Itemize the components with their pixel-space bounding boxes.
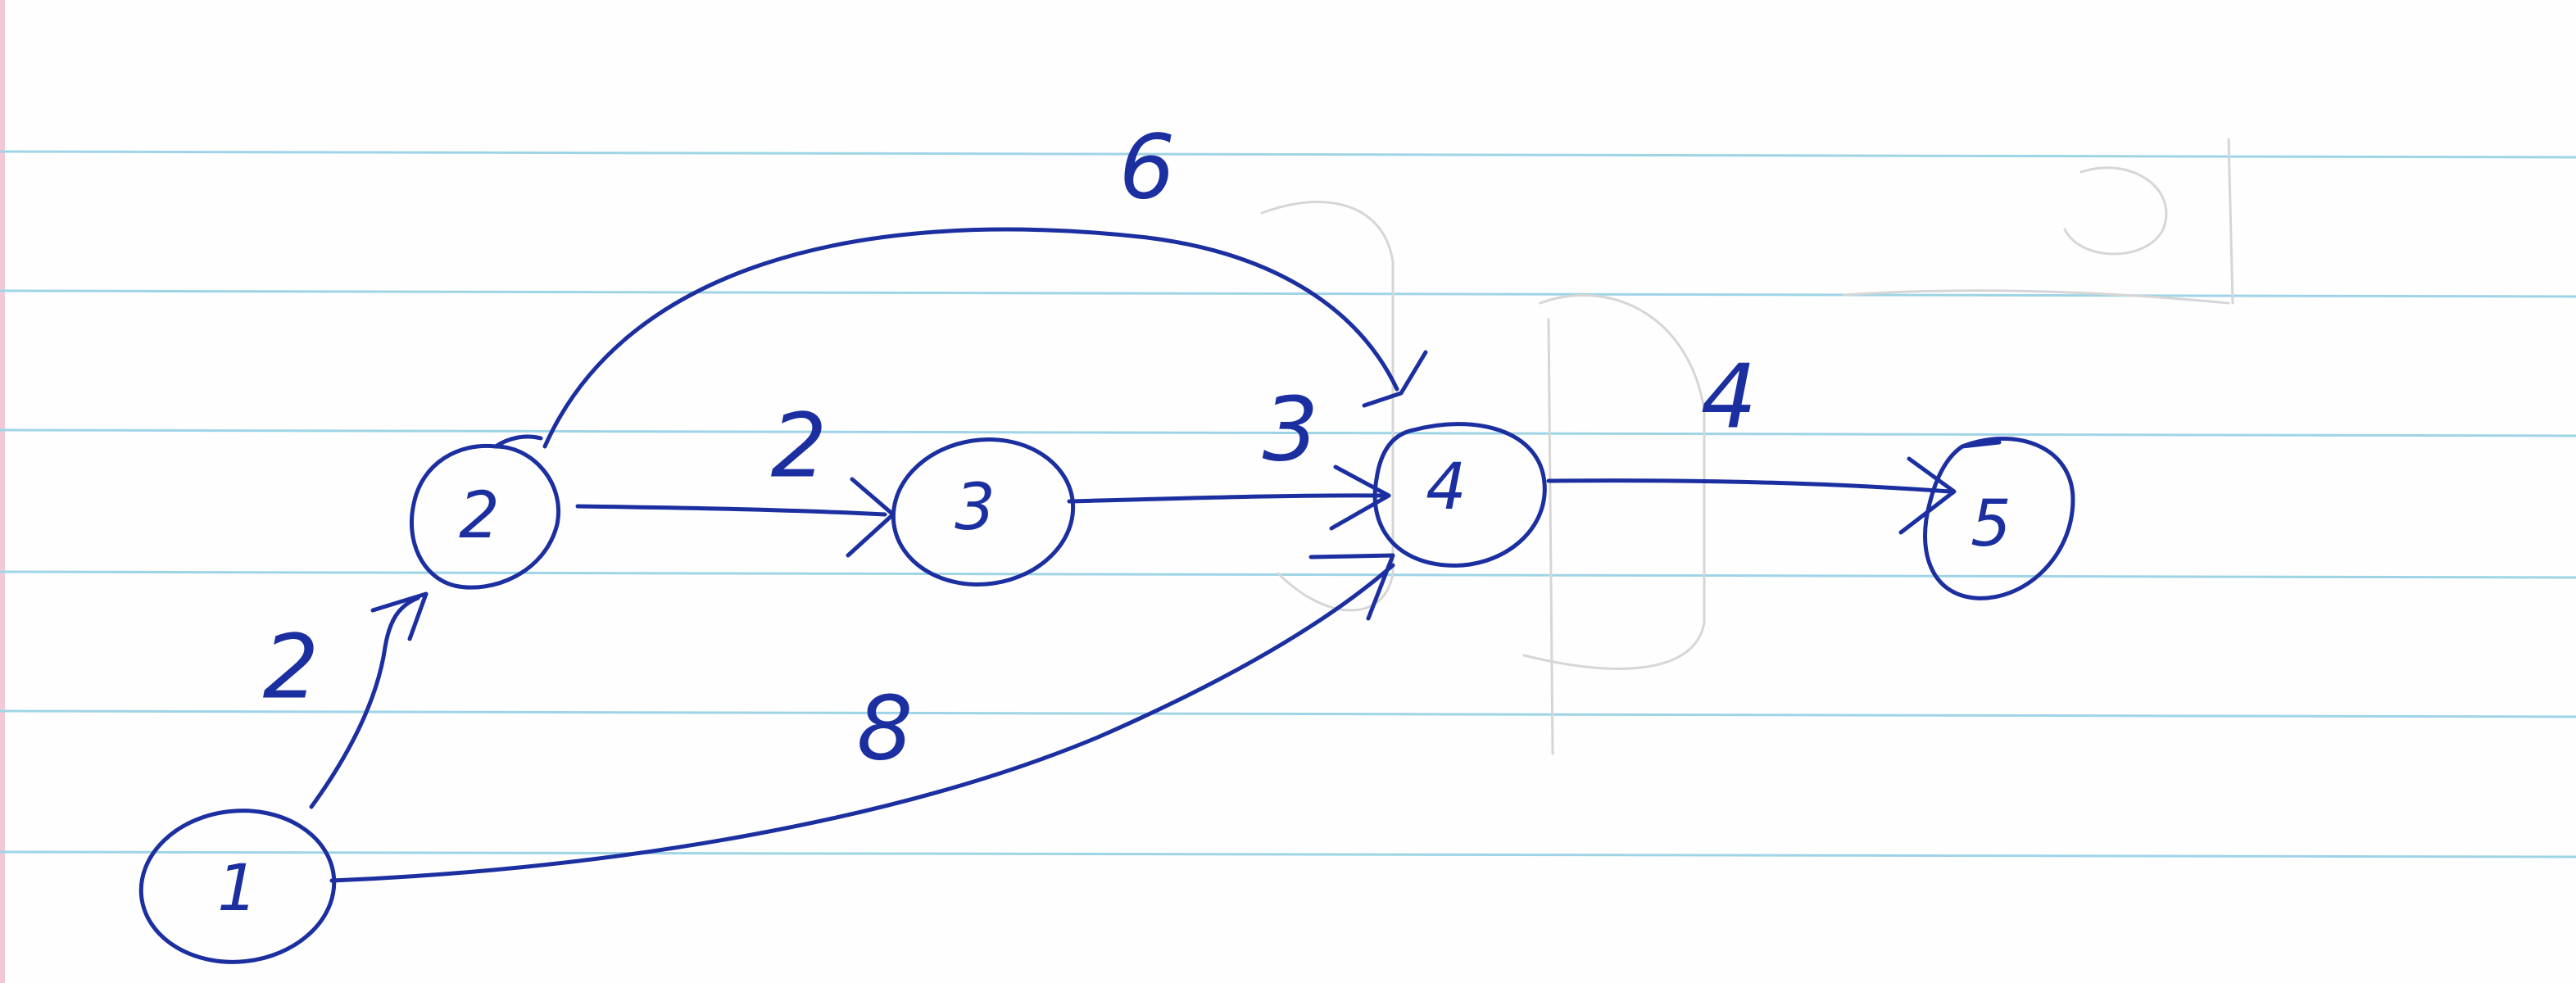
erased-pencil-marks bbox=[1260, 138, 2234, 755]
edge-2-to-4 bbox=[542, 227, 1428, 449]
node-1-label: 1 bbox=[217, 852, 258, 926]
weight-2-to-4: 6 bbox=[1119, 117, 1176, 220]
graph-nodes: 1 2 3 4 5 bbox=[138, 422, 2075, 964]
node-4: 4 bbox=[1372, 422, 1547, 568]
edge-4-to-5 bbox=[1546, 456, 1957, 535]
edge-3-to-4 bbox=[1067, 464, 1391, 531]
node-2-label: 2 bbox=[459, 479, 500, 553]
node-2: 2 bbox=[409, 434, 560, 590]
weight-4-to-5: 4 bbox=[1701, 347, 1757, 449]
graph-edges bbox=[309, 227, 1957, 883]
node-4-label: 4 bbox=[1426, 451, 1467, 524]
edge-weights: 2 2 6 3 8 4 bbox=[263, 117, 1757, 781]
edge-1-to-2 bbox=[309, 591, 429, 809]
node-5-label: 5 bbox=[1971, 487, 2011, 561]
edge-2-to-3 bbox=[575, 477, 896, 558]
weight-3-to-4: 3 bbox=[1263, 379, 1319, 482]
weight-1-to-2: 2 bbox=[263, 617, 320, 719]
weight-1-to-4: 8 bbox=[857, 678, 914, 781]
edge-1-to-4 bbox=[329, 553, 1395, 883]
weight-2-to-3: 2 bbox=[771, 396, 828, 498]
node-3: 3 bbox=[891, 437, 1076, 587]
node-3-label: 3 bbox=[955, 471, 995, 545]
node-5: 5 bbox=[1923, 436, 2075, 600]
node-1: 1 bbox=[138, 809, 337, 964]
